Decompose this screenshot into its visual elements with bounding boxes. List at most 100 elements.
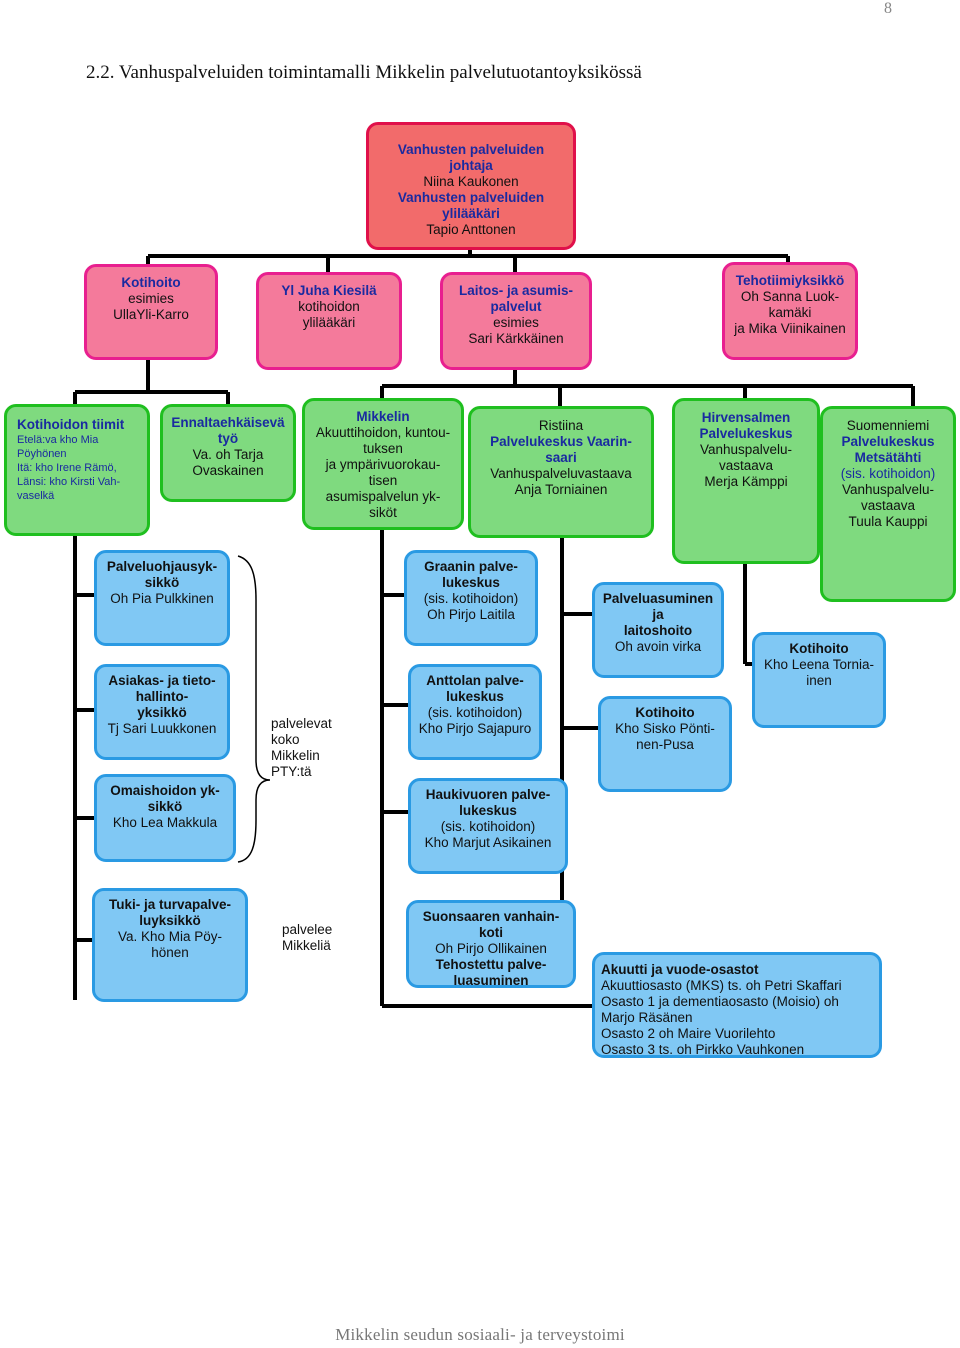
note-palvelevat: palvelevat koko Mikkelin PTY:tä xyxy=(271,716,332,780)
box-line: vastaava xyxy=(860,498,916,513)
box-line: työ xyxy=(217,431,239,446)
box-line: Kho Lea Makkula xyxy=(112,815,218,830)
box-line: tuksen xyxy=(363,441,403,456)
box-line: Oh Pirjo Laitila xyxy=(427,607,515,622)
omaishoito-box: Omaishoidon yk- sikkö Kho Lea Makkula xyxy=(94,774,236,862)
box-line: Itä: kho Irene Rämö, xyxy=(17,462,117,474)
kotihoito-hirvensalmi-box: Kotihoito Kho Leena Tornia- inen xyxy=(752,632,886,728)
box-line: sikkö xyxy=(147,799,183,814)
box-line: hönen xyxy=(151,945,189,960)
box-line: Akuuttiosasto (MKS) ts. oh Petri Skaffar… xyxy=(601,978,842,993)
box-line: asumispalvelun yk- xyxy=(325,489,441,504)
palveluasuminen-box: Palveluasuminen ja laitoshoito Oh avoin … xyxy=(592,582,724,678)
box-line: lukeskus xyxy=(459,803,517,818)
box-line: Mikkelin xyxy=(356,409,410,424)
box-line: Vanhuspalvelu- xyxy=(699,442,793,457)
box-line: Kho Marjut Asikainen xyxy=(424,835,552,850)
box-line: siköt xyxy=(369,505,397,520)
footer: Mikkelin seudun sosiaali- ja terveystoim… xyxy=(335,1325,625,1344)
box-line: Osasto 2 oh Maire Vuorilehto xyxy=(601,1026,776,1041)
palveluohjaus-box: Palveluohjausyk- sikkö Oh Pia Pulkkinen xyxy=(94,550,230,646)
suonsaari-box: Suonsaaren vanhain- koti Oh Pirjo Ollika… xyxy=(406,900,576,988)
box-line: Hirvensalmen xyxy=(701,410,791,425)
box-line: lukeskus xyxy=(446,689,504,704)
box-line: Va. oh Tarja xyxy=(192,447,264,462)
tehotiimi-box: Tehotiimiyksikkö Oh Sanna Luok- kamäki j… xyxy=(722,262,858,360)
note-line: palvelee xyxy=(282,922,333,937)
box-line: Sari Kärkkäinen xyxy=(468,331,564,346)
box-line: esimies xyxy=(493,315,539,330)
box-line: UllaYli-Karro xyxy=(113,307,189,322)
note-palvelee: palvelee Mikkeliä xyxy=(282,922,332,954)
box-line: koti xyxy=(478,925,503,940)
top-director-box: Vanhusten palveluiden johtaja Niina Kauk… xyxy=(366,122,576,250)
anttola-box: Anttolan palve- lukeskus (sis. kotihoido… xyxy=(408,664,542,760)
top-line: Niina Kaukonen xyxy=(423,174,519,189)
ennaltaehkaiseva-box: Ennaltaehkäisevä työ Va. oh Tarja Ovaska… xyxy=(160,404,296,502)
graani-box: Graanin palve- lukeskus (sis. kotihoidon… xyxy=(404,550,538,646)
box-line: (sis. kotihoidon) xyxy=(440,819,536,834)
box-line: tisen xyxy=(368,473,398,488)
top-line: ylilääkäri xyxy=(442,206,500,221)
box-line: esimies xyxy=(128,291,174,306)
box-line: Omaishoidon yk- xyxy=(110,783,220,798)
box-line: vaselkä xyxy=(17,490,55,502)
box-line: palvelut xyxy=(490,299,542,314)
box-line: yksikkö xyxy=(137,705,187,720)
box-line: (sis. kotihoidon) xyxy=(840,466,936,481)
box-line: Ennaltaehkäisevä xyxy=(171,415,285,430)
suomenniemi-box: Suomenniemi Palvelukeskus Metsätähti (si… xyxy=(820,406,956,602)
box-line: Osasto 3 ts. oh Pirkko Vauhkonen xyxy=(601,1042,805,1057)
box-line: Etelä:va kho Mia xyxy=(17,434,99,446)
box-line: Tj Sari Luukkonen xyxy=(107,721,217,736)
asiakas-tietohallinto-box: Asiakas- ja tieto- hallinto- yksikkö Tj … xyxy=(94,664,230,760)
box-line: Merja Kämppi xyxy=(704,474,788,489)
section-heading: 2.2. Vanhuspalveluiden toimintamalli Mik… xyxy=(86,62,642,83)
box-line: Vanhuspalvelu- xyxy=(841,482,935,497)
page-number: 8 xyxy=(884,0,892,17)
box-line: Oh avoin virka xyxy=(614,639,702,654)
box-line: Haukivuoren palve- xyxy=(425,787,551,802)
note-line: Mikkelin xyxy=(271,748,320,763)
box-line: Pöyhönen xyxy=(17,448,67,460)
box-line: Suonsaaren vanhain- xyxy=(422,909,560,924)
box-line: Yl Juha Kiesilä xyxy=(281,283,377,298)
box-line: Asiakas- ja tieto- xyxy=(108,673,216,688)
box-line: Akuutti ja vuode-osastot xyxy=(601,962,759,977)
box-line: ylilääkäri xyxy=(302,315,356,330)
box-line: Kotihoidon tiimit xyxy=(17,417,125,432)
box-line: Laitos- ja asumis- xyxy=(458,283,574,298)
note-line: PTY:tä xyxy=(271,764,312,779)
box-line: kotihoidon xyxy=(298,299,360,314)
top-line: Tapio Anttonen xyxy=(426,222,516,237)
box-line: Vanhuspalveluvastaava xyxy=(490,466,632,481)
box-line: Anja Torniainen xyxy=(514,482,608,497)
box-line: Ovaskainen xyxy=(192,463,264,478)
box-line: ja ympärivuorokau- xyxy=(325,457,441,472)
box-line: Metsätähti xyxy=(854,450,922,465)
box-line: ja xyxy=(652,607,664,622)
box-line: saari xyxy=(545,450,577,465)
box-line: nen-Pusa xyxy=(636,737,694,752)
box-line: Kotihoito xyxy=(789,641,849,656)
box-line: luasuminen xyxy=(453,973,529,988)
box-line: Kho Sisko Pönti- xyxy=(615,721,715,736)
box-line: Marjo Räsänen xyxy=(601,1010,693,1025)
box-line: Suomenniemi xyxy=(846,418,930,433)
box-line: Tuki- ja turvapalve- xyxy=(108,897,232,912)
box-line: Palvelukeskus xyxy=(699,426,793,441)
box-line: Kho Leena Tornia- xyxy=(763,657,875,672)
top-line: Vanhusten palveluiden xyxy=(397,142,545,157)
box-line: Va. Kho Mia Pöy- xyxy=(117,929,223,944)
kotihoito-ristiina-box: Kotihoito Kho Sisko Pönti- nen-Pusa xyxy=(598,696,732,792)
laitos-box: Laitos- ja asumis- palvelut esimies Sari… xyxy=(440,272,592,370)
box-line: laitoshoito xyxy=(623,623,693,638)
box-line: Palvelukeskus Vaarin- xyxy=(490,434,632,449)
tuki-turvapalvelu-box: Tuki- ja turvapalve- luyksikkö Va. Kho M… xyxy=(92,888,248,1002)
ristiina-box: Ristiina Palvelukeskus Vaarin- saari Van… xyxy=(468,406,654,538)
haukivuori-box: Haukivuoren palve- lukeskus (sis. kotiho… xyxy=(408,778,568,874)
ylilaakari-box: Yl Juha Kiesilä kotihoidon ylilääkäri xyxy=(256,272,402,370)
box-line: ja Mika Viinikainen xyxy=(734,321,846,336)
box-line: Ristiina xyxy=(538,418,584,433)
box-line: kamäki xyxy=(768,305,812,320)
